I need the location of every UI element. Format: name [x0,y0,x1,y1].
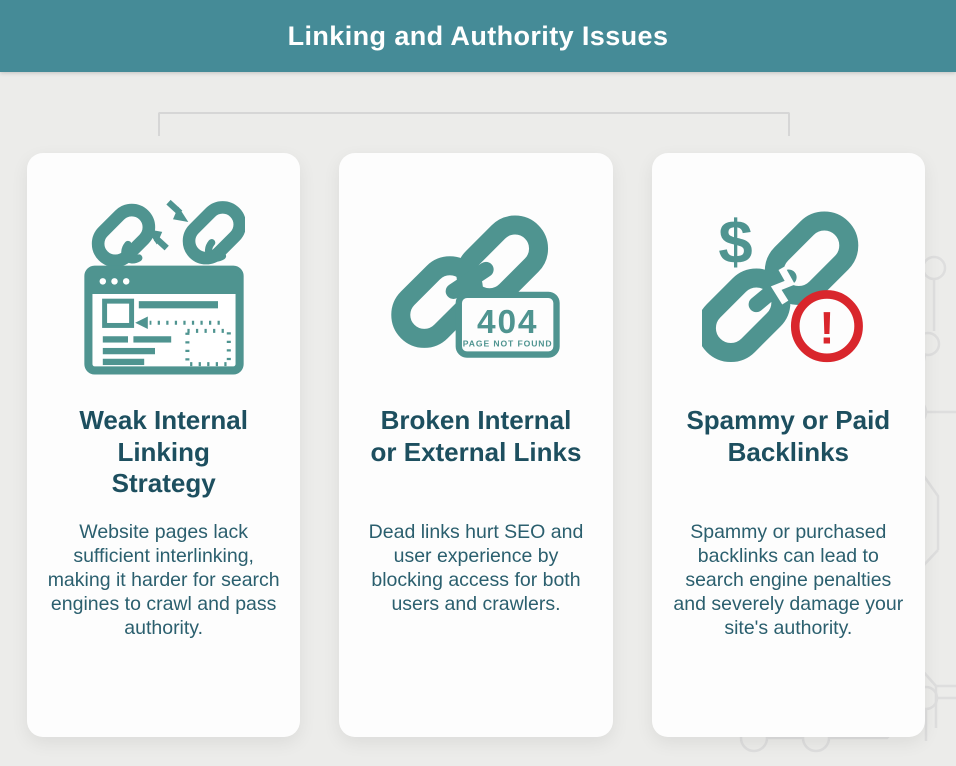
page-title: Linking and Authority Issues [287,20,669,51]
card-description: Website pages lack sufficient interlinki… [47,521,280,639]
card-title: Weak Internal Linking Strategy [79,405,248,499]
alert-glyph: ! [820,302,835,353]
dollar-broken-chain-alert-icon: $ ! [702,207,864,362]
card-icon-area: $ ! [702,177,874,391]
card-title: Spammy or Paid Backlinks [686,405,891,467]
header-bar: Linking and Authority Issues [0,0,956,72]
page-not-found-sign: 404 PAGE NOT FOUND [455,291,560,358]
card-description: Dead links hurt SEO and user experience … [368,521,584,615]
dollar-glyph: $ [719,207,753,276]
chain-404-icon: 404 PAGE NOT FOUND [391,215,560,358]
sign-label: PAGE NOT FOUND [463,338,553,348]
card-description: Spammy or purchased backlinks can lead t… [673,521,904,639]
card-spammy-backlinks: $ ! Spammy or Paid Backlinks Spammy or p… [651,153,925,737]
card-title: Broken Internal or External Links [370,405,582,467]
sign-code: 404 [477,304,538,341]
broken-link-browser-icon [84,199,245,374]
alert-circle: ! [791,289,864,362]
card-weak-internal-linking: Weak Internal Linking Strategy Website p… [27,153,301,737]
card-icon-area: 404 PAGE NOT FOUND [390,177,562,391]
card-broken-links: 404 PAGE NOT FOUND Broken Internal or Ex… [339,153,613,737]
card-icon-area [83,177,245,391]
connector-bracket [158,112,790,136]
issue-cards: Weak Internal Linking Strategy Website p… [27,153,925,737]
